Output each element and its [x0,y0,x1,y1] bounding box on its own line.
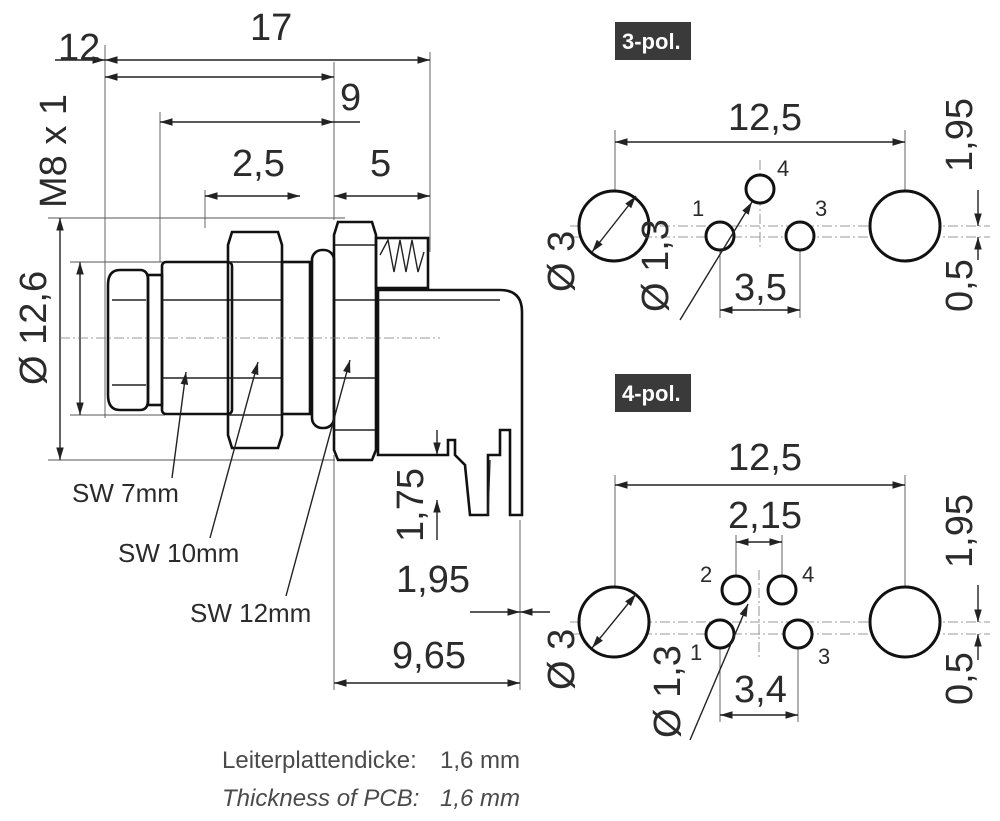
label-3pol-hole-small: Ø 1,3 [635,219,677,312]
leader-sw12 [285,359,351,597]
pin-label-4-3pol: 4 [777,156,789,181]
label-4pol-pitch: 3,4 [734,669,787,711]
label-1-75: 1,75 [390,468,432,542]
label-17: 17 [250,7,292,49]
label-4pol-hole-small: Ø 1,3 [647,645,689,738]
pin-3-4pol [782,618,814,650]
label-sw10: SW 10mm [118,538,239,568]
pin-1-3pol [704,220,736,252]
pcb-thickness-note: Leiterplattendicke: 1,6 mm Thickness of … [222,747,520,812]
pin-label-3-3pol: 3 [815,196,827,221]
pin-label-1-3pol: 1 [692,196,704,221]
label-3pol-offset: 1,95 [939,98,981,172]
note-de-label: Leiterplattendicke: [222,747,417,774]
leader-sw7 [171,371,189,479]
label-9: 9 [340,77,361,119]
pin-label-1-4pol: 1 [690,640,702,665]
note-de-value: 1,6 mm [440,747,520,774]
leader-sw10 [209,361,259,539]
label-2-5: 2,5 [232,143,285,185]
label-4pol-gap: 0,5 [939,652,981,705]
note-en-label: Thickness of PCB: [222,785,419,812]
label-3pol-hole-large: Ø 3 [541,231,583,292]
note-en-value: 1,6 mm [440,785,520,812]
label-3pol-gap: 0,5 [939,259,981,312]
side-view: 12 17 9 2,5 5 M8 x 1 Ø 12,6 SW 7mm SW 10… [13,7,550,690]
label-12: 12 [58,27,100,69]
pin-4-4pol [766,574,798,606]
pin-1-4pol [704,618,736,650]
label-5: 5 [370,143,391,185]
footprint-3pol: 3-pol. 12,5 3,5 Ø 3 Ø 1,3 1 3 4 1,95 0,5 [541,22,990,321]
label-3pol-pitch: 3,5 [734,267,787,309]
pin-3-3pol [784,220,816,252]
label-sw12: SW 12mm [190,598,311,628]
label-4pol-pitch-top: 2,15 [728,495,802,537]
pin-label-2-4pol: 2 [700,562,712,587]
label-4pol-hole-large: Ø 3 [541,629,583,690]
label-1-95: 1,95 [396,559,470,601]
label-3pol-width: 12,5 [728,97,802,139]
label-sw7: SW 7mm [72,478,179,508]
connector-body [106,220,524,517]
pin-4-3pol [744,173,776,205]
label-4pol-width: 12,5 [728,437,802,479]
hole-large-right-3pol [868,189,942,263]
footprint-4pol: 4-pol. 12,5 2,15 3,4 Ø 3 Ø 1,3 2 4 1 3 1… [541,374,990,741]
pin-2-4pol [720,574,752,606]
badge-4pol [615,374,691,412]
badge-4pol-text: 4-pol. [622,381,681,406]
label-4pol-offset: 1,95 [939,494,981,568]
label-diameter: Ø 12,6 [13,271,55,385]
badge-3pol [615,22,691,60]
label-thread: M8 x 1 [33,94,75,208]
label-9-65: 9,65 [392,635,466,677]
pin-label-3-4pol: 3 [818,644,830,669]
pin-label-4-4pol: 4 [802,562,814,587]
badge-3pol-text: 3-pol. [622,29,681,54]
hole-large-right-4pol [868,585,942,659]
